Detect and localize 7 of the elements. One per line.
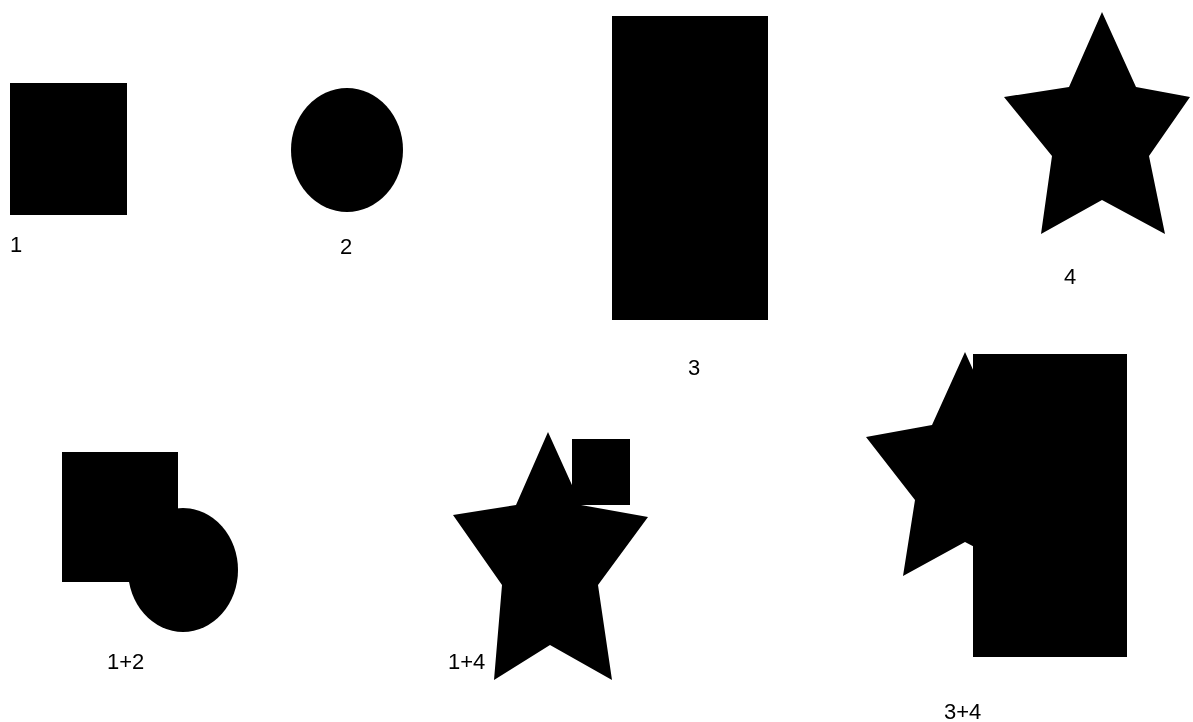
figure-number: 1+2 [107, 651, 145, 673]
figure-number: 2 [340, 236, 353, 258]
figure-number: 1+4 [448, 651, 486, 673]
figure-number: 3+4 [944, 701, 982, 722]
figure-number: 4 [1064, 266, 1077, 288]
figure-number: 3 [688, 357, 701, 379]
figure-number: 1 [10, 234, 23, 256]
